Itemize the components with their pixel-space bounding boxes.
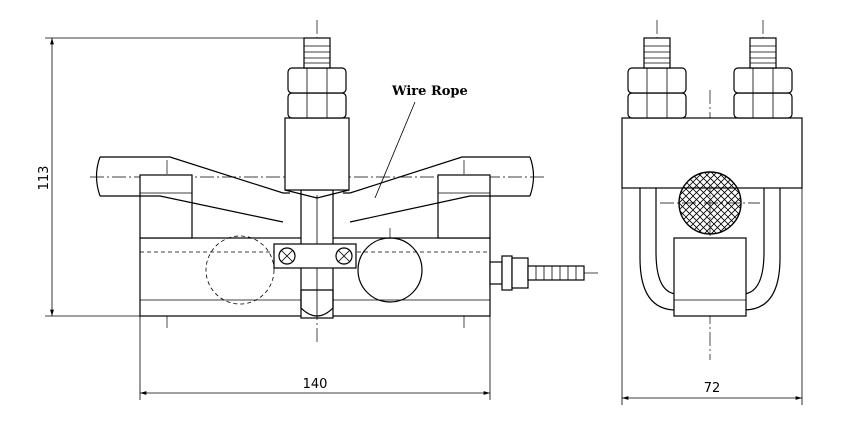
- cable-gland: [489, 255, 600, 291]
- clamp-block: [284, 117, 350, 191]
- bolt-thread: [303, 37, 331, 69]
- side-nut-left-lower: [627, 92, 687, 119]
- wire-rope-right-top: [343, 156, 530, 194]
- screw-left: [278, 247, 296, 265]
- right-support: [437, 174, 491, 239]
- body-hole: [357, 237, 423, 303]
- nut-lower: [287, 92, 347, 119]
- length-dimension-text: 140: [303, 377, 328, 392]
- front-view: Wire Rope 113 140: [37, 20, 600, 400]
- side-nut-right-lower: [733, 92, 793, 119]
- u-bracket-right: [743, 188, 781, 311]
- height-dimension-text: 113: [37, 166, 52, 191]
- side-bolt-left: [643, 37, 671, 69]
- wire-rope-right-bottom: [349, 195, 530, 223]
- left-support: [139, 174, 193, 239]
- wire-rope-section: [678, 171, 742, 235]
- wire-rope-left-bottom: [100, 195, 284, 223]
- side-bolt-right: [749, 37, 777, 69]
- wire-rope-leader: [374, 101, 416, 199]
- side-nut-right-upper: [733, 67, 793, 94]
- wire-rope-label: Wire Rope: [391, 84, 468, 99]
- screw-right: [335, 247, 353, 265]
- nut-upper: [287, 67, 347, 94]
- center-pin: [300, 289, 334, 317]
- side-body: [673, 237, 747, 317]
- side-nut-left-upper: [627, 67, 687, 94]
- u-bracket-left: [639, 188, 677, 311]
- side-view: 72: [621, 20, 803, 405]
- wire-rope-left-top: [100, 156, 290, 194]
- width-dimension-text: 72: [704, 381, 721, 396]
